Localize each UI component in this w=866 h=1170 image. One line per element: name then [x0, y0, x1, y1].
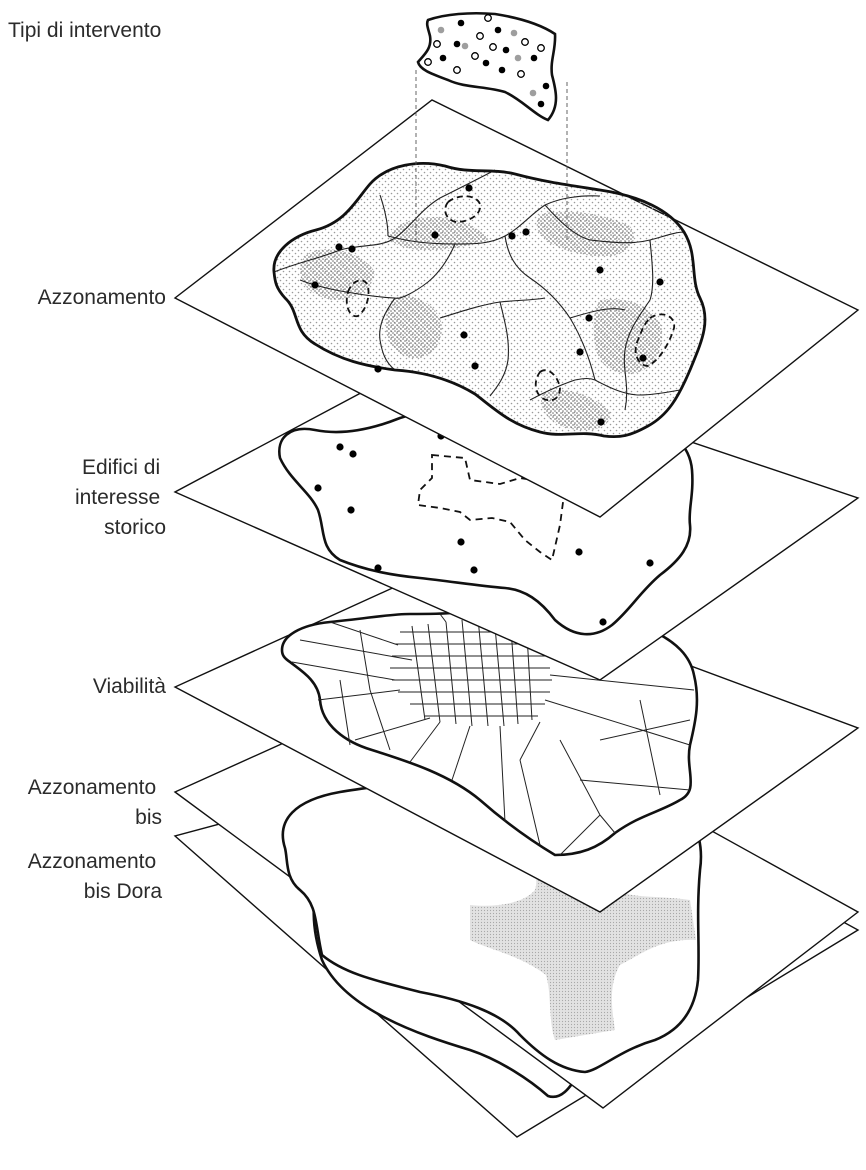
zone-point	[471, 362, 479, 370]
symbol-dot-open	[489, 43, 497, 51]
projection-lines	[415, 70, 568, 242]
zone-point	[348, 245, 356, 253]
zone-points	[311, 184, 664, 426]
zone-point	[431, 231, 439, 239]
symbol-dot-black	[482, 59, 490, 67]
symbol-dot-grey	[437, 26, 445, 34]
symbol-dot-black	[439, 54, 447, 62]
dashed-enclaves	[345, 195, 675, 402]
zone-point	[311, 281, 319, 289]
street-network	[291, 609, 695, 856]
label-azzonamento: Azzonamento	[38, 286, 166, 309]
symbol-dot-open	[476, 32, 484, 40]
symbol-dot-grey	[529, 89, 537, 97]
building-point	[347, 506, 355, 514]
label-edifici: Edifici di interesse storico	[75, 456, 166, 539]
symbol-dot-grey	[461, 42, 469, 50]
layer-azzonamento	[173, 99, 860, 518]
zone-point	[508, 232, 516, 240]
intervention-symbols	[424, 14, 550, 108]
symbol-dot-black	[537, 100, 545, 108]
zone-point	[596, 266, 604, 274]
symbol-dot-open	[471, 52, 479, 60]
building-point	[575, 548, 583, 556]
building-point	[349, 450, 357, 458]
zone-point	[656, 278, 664, 286]
building-point	[646, 559, 654, 567]
symbol-dot-open	[453, 66, 461, 74]
zone-point	[465, 184, 473, 192]
layer-tipi-intervento	[416, 11, 558, 122]
label-azzonamento-bis: Azzonamento bis	[28, 776, 162, 829]
symbol-dot-black	[530, 54, 538, 62]
historic-center-boundary	[416, 454, 566, 562]
building-point	[470, 566, 478, 574]
symbol-dot-black	[494, 26, 502, 34]
zone-point	[585, 314, 593, 322]
building-point	[374, 564, 382, 572]
zone-band	[446, 787, 696, 1040]
layer-labels: Tipi di intervento Azzonamento Edifici d…	[8, 19, 166, 903]
label-azzonamento-bis-dora: Azzonamento bis Dora	[28, 850, 163, 903]
symbol-dot-open	[517, 70, 525, 78]
building-point	[314, 484, 322, 492]
building-point	[336, 443, 344, 451]
zone-point	[374, 365, 382, 373]
symbol-dot-grey	[510, 29, 518, 37]
zone-point	[576, 348, 584, 356]
building-point	[457, 538, 465, 546]
symbol-dot-open	[424, 58, 432, 66]
label-viabilita: Viabilità	[93, 675, 166, 698]
symbol-dot-open	[433, 40, 441, 48]
zone-point	[522, 228, 530, 236]
symbol-dot-black	[453, 40, 461, 48]
zone-point	[597, 418, 605, 426]
symbol-dot-open	[521, 38, 529, 46]
symbol-dot-black	[498, 66, 506, 74]
building-point	[599, 618, 607, 626]
symbol-dot-black	[457, 19, 465, 27]
symbol-dot-black	[502, 46, 510, 54]
zone-point	[639, 354, 647, 362]
zone-point	[335, 243, 343, 251]
symbol-dot-open	[484, 14, 492, 22]
symbol-dot-black	[542, 82, 550, 90]
symbol-dot-grey	[514, 54, 522, 62]
zone-point	[460, 331, 468, 339]
symbol-dot-open	[537, 44, 545, 52]
label-tipi-intervento: Tipi di intervento	[8, 19, 161, 42]
zone-boundaries	[273, 169, 685, 411]
symbol-patch	[416, 11, 558, 122]
